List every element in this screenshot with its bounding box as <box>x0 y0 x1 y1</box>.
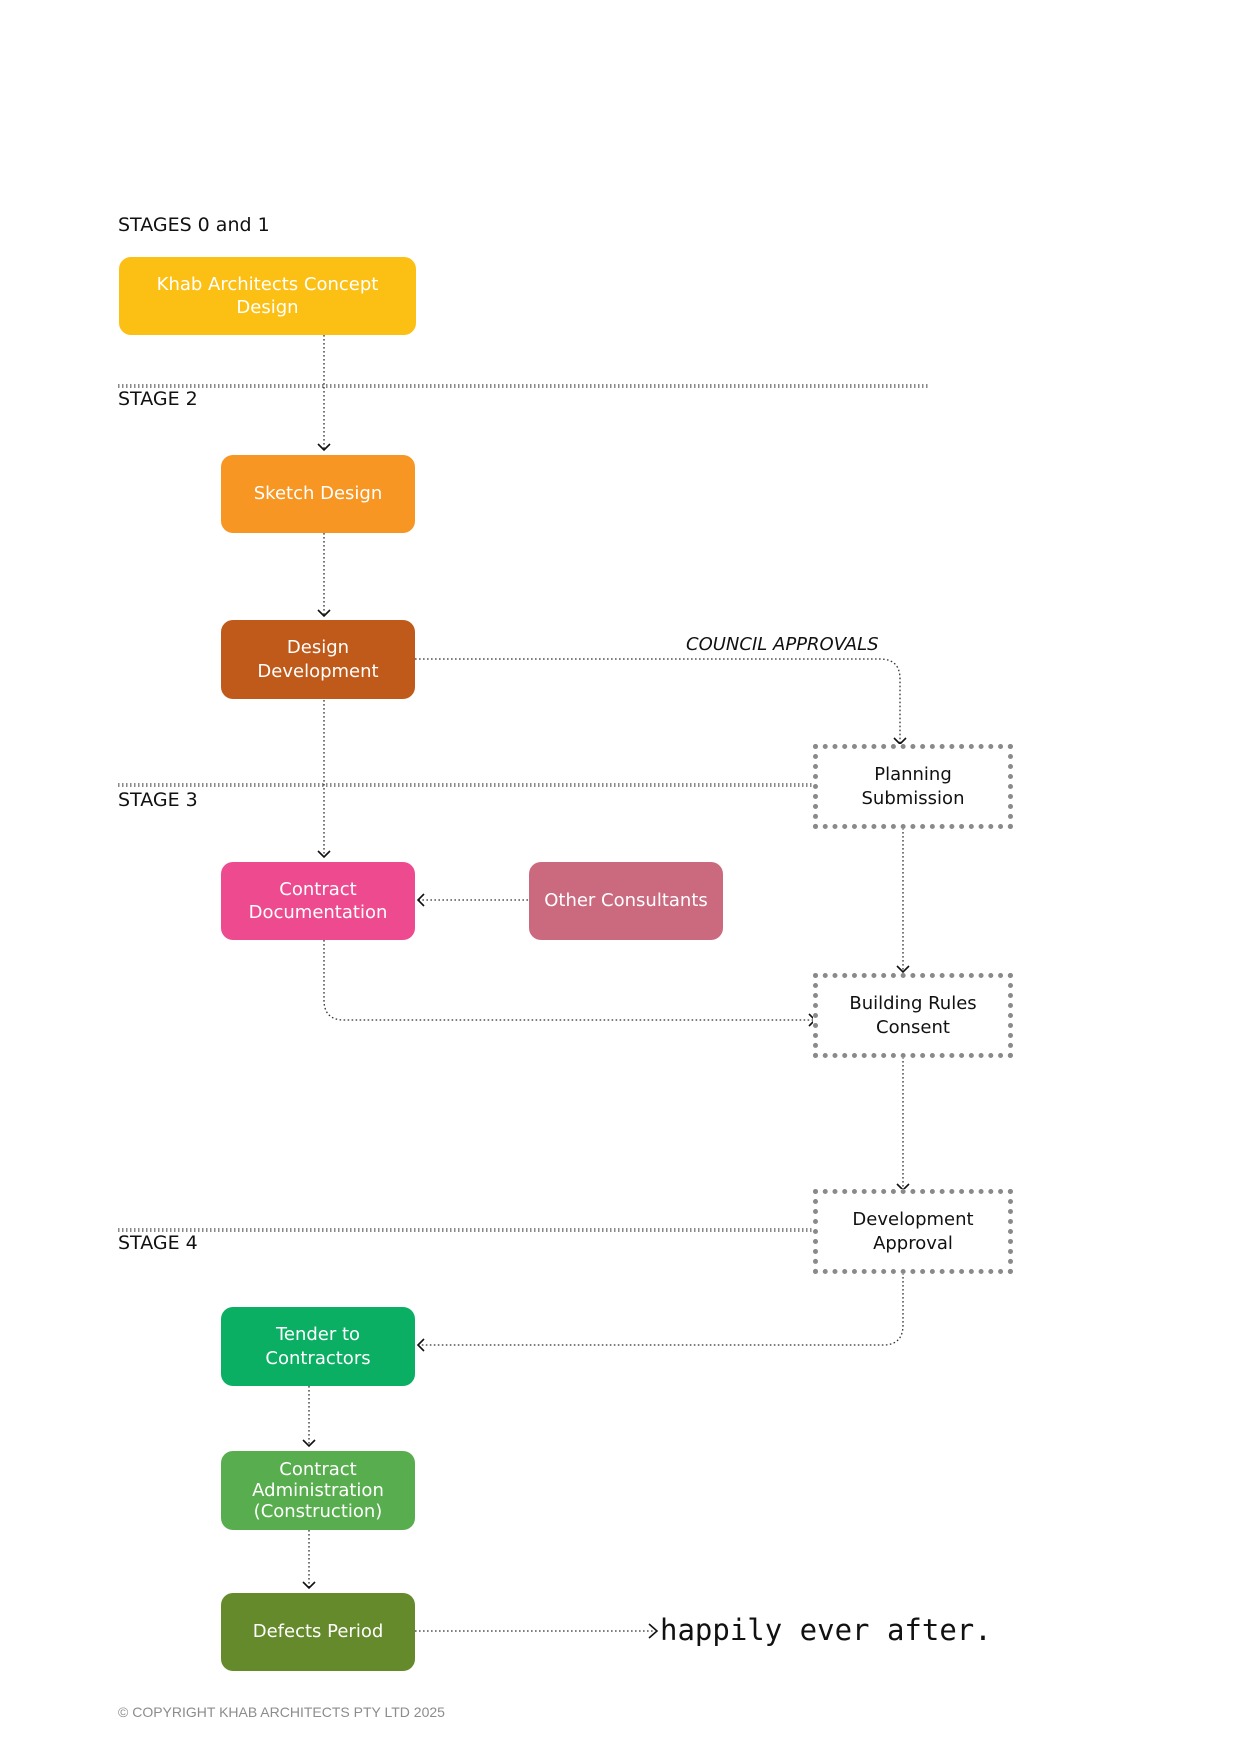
stage-label-3: STAGE 3 <box>118 789 198 811</box>
ending-text: happily ever after. <box>660 1613 992 1647</box>
box-concept-design: Khab Architects Concept Design <box>119 257 416 335</box>
arrowhead-design-dev <box>317 609 331 618</box>
arrowhead-admin <box>302 1439 316 1448</box>
council-approvals-label: COUNCIL APPROVALS <box>686 634 879 655</box>
box-design-development: Design Development <box>221 620 415 699</box>
arrowhead-contract-doc <box>317 850 331 859</box>
arrowhead-defects <box>302 1581 316 1590</box>
arrowhead-sketch <box>317 443 331 452</box>
box-defects-period: Defects Period <box>221 1593 415 1671</box>
box-sketch-design: Sketch Design <box>221 455 415 533</box>
connector-council-approvals <box>415 658 901 744</box>
approval-development-approval: Development Approval <box>813 1189 1013 1274</box>
stage-label-2: STAGE 2 <box>118 388 198 410</box>
approval-building-rules-consent: Building Rules Consent <box>813 973 1013 1058</box>
connector-contract-doc-building-rules <box>323 940 815 1021</box>
box-tender-to-contractors: Tender to Contractors <box>221 1307 415 1386</box>
arrowhead-ending <box>648 1623 659 1639</box>
box-contract-administration: Contract Administration (Construction) <box>221 1451 415 1530</box>
stage-label-0-1: STAGES 0 and 1 <box>118 214 270 236</box>
arrowhead-tender <box>416 1338 425 1352</box>
connector-dev-approval-tender <box>418 1273 904 1346</box>
box-contract-documentation: Contract Documentation <box>221 862 415 940</box>
box-other-consultants: Other Consultants <box>529 862 723 940</box>
arrowhead-building-rules-top <box>896 965 910 974</box>
arrowhead-other-consultants <box>416 893 425 907</box>
stage-label-4: STAGE 4 <box>118 1232 198 1254</box>
copyright-notice: © COPYRIGHT KHAB ARCHITECTS PTY LTD 2025 <box>118 1704 445 1720</box>
approval-planning-submission: Planning Submission <box>813 744 1013 829</box>
